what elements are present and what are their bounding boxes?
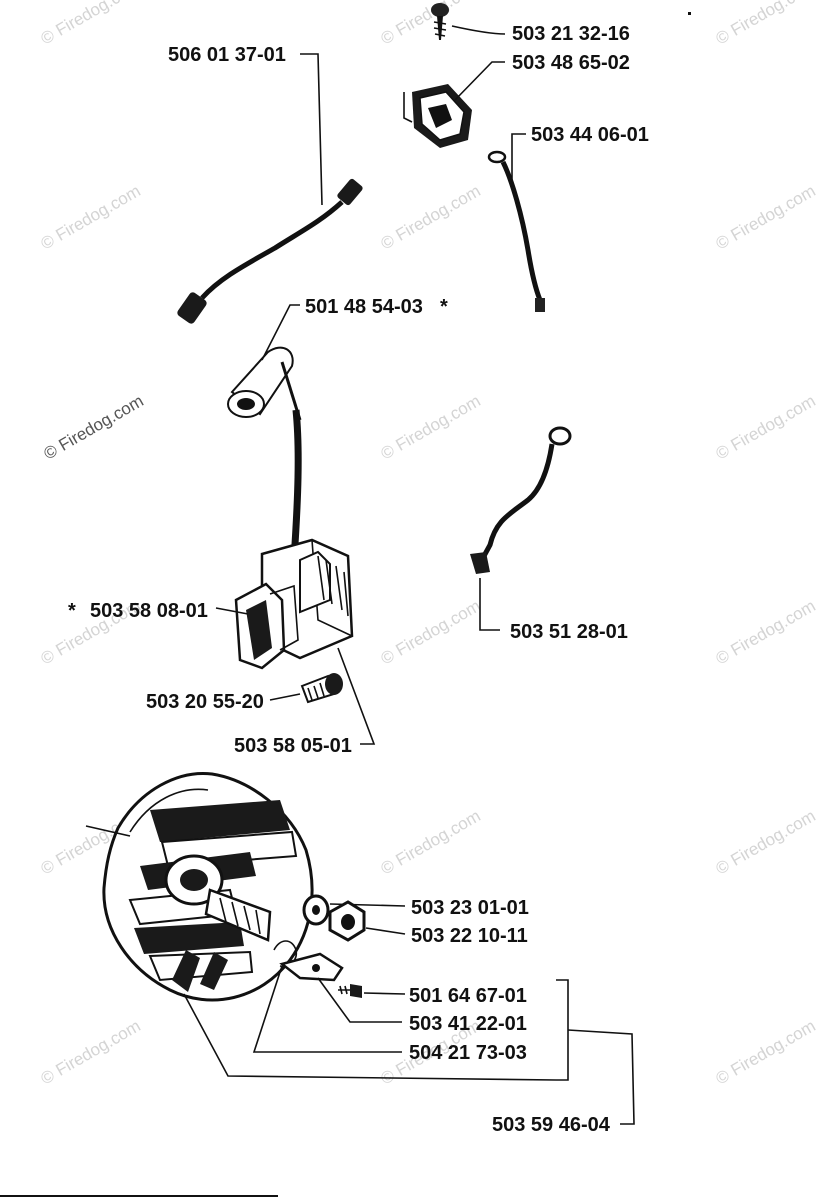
leader-ht-lead [300, 53, 323, 206]
assembly-bracket [556, 979, 569, 1081]
watermark: © Firedog.com [713, 596, 819, 668]
label-flywheel-assembly: 503 59 46-04 [492, 1114, 611, 1136]
label-pawl-spring: 504 21 73-03 [409, 1042, 527, 1064]
watermark: © Firedog.com [378, 181, 484, 253]
watermark: © Firedog.com [38, 1016, 144, 1088]
watermark: © Firedog.com [378, 806, 484, 878]
label-coil-screw: 503 20 55-20 [146, 691, 264, 713]
watermark: © Firedog.com [713, 181, 819, 253]
coil-screw-drawing [300, 673, 343, 704]
watermark: © Firedog.com [38, 181, 144, 253]
watermark: © Firedog.com [713, 391, 819, 463]
label-coil-core: 503 58 05-01 [234, 735, 352, 757]
leader-coil-bracket [215, 607, 249, 615]
label-coil-bracket: 503 58 08-01 [90, 600, 208, 622]
watermark: © Firedog.com [38, 0, 144, 48]
leader-flywheel [183, 993, 557, 1081]
watermark: © Firedog.com [713, 1016, 819, 1088]
label-short-circuit-cable: 503 51 28-01 [510, 621, 628, 643]
short-circuit-cable-drawing [470, 426, 572, 574]
bracket-asterisk: * [68, 600, 76, 622]
flywheel-drawing [85, 771, 314, 1002]
leader-ignition-module [454, 61, 505, 101]
ground-wire-drawing [487, 150, 545, 312]
leader-pawl-screw [363, 992, 406, 995]
leader-pawl [317, 977, 402, 1023]
leader-pawl-spring [252, 965, 402, 1053]
leader-ground-wire [511, 133, 526, 182]
leader-short-circuit-cable [479, 578, 500, 631]
washer-drawing [302, 894, 330, 926]
ht-lead-drawing [177, 178, 363, 324]
watermark: © Firedog.com [713, 0, 819, 48]
watermark: © Firedog.com [378, 391, 484, 463]
watermark: © Firedog.com [378, 0, 484, 48]
label-ignition-coil: 501 48 54-03 [305, 296, 423, 318]
label-ht-lead: 506 01 37-01 [168, 44, 286, 66]
watermark: © Firedog.com [378, 596, 484, 668]
label-ignition-module: 503 48 65-02 [512, 52, 630, 74]
label-flywheel-nut: 503 22 10-11 [411, 925, 528, 947]
label-washer: 503 23 01-01 [411, 897, 529, 919]
leader-coil-screw [269, 693, 301, 701]
watermark: © Firedog.com [41, 391, 147, 463]
screw-top-drawing [431, 3, 449, 40]
ignition-module-drawing [403, 84, 472, 148]
leader-flywheel-nut [365, 927, 406, 935]
coil-asterisk: * [440, 296, 448, 318]
label-pawl: 503 41 22-01 [409, 1013, 527, 1035]
label-pawl-screw: 501 64 67-01 [409, 985, 527, 1007]
watermark: © Firedog.com [713, 806, 819, 878]
corner-dot [688, 12, 691, 15]
label-ground-wire: 503 44 06-01 [531, 124, 649, 146]
pawl-drawing [279, 952, 344, 982]
flywheel-nut-drawing [328, 900, 366, 942]
ignition-coil-drawing [227, 346, 354, 670]
pawl-screw-drawing [338, 984, 362, 998]
assembly-connector [567, 1029, 635, 1125]
leader-screw-top [451, 25, 506, 35]
leader-ignition-coil [261, 304, 300, 361]
leader-coil-core [337, 647, 376, 745]
label-screw-top: 503 21 32-16 [512, 23, 630, 45]
